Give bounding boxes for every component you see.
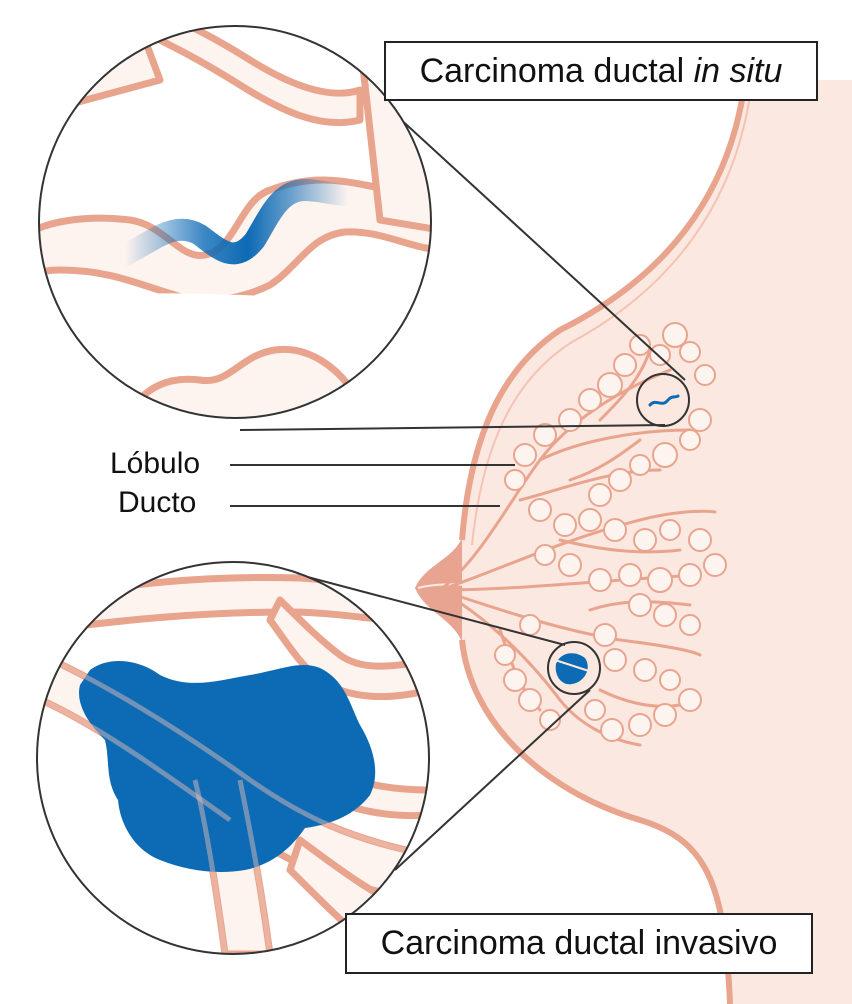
dcis-magnified-view — [38, 25, 432, 419]
lobule-clusters — [494, 322, 727, 742]
magnifier-leader-lines — [239, 104, 686, 871]
lobule-label: Lóbulo — [110, 447, 201, 480]
dcis-label-text: Carcinoma ductal — [419, 51, 685, 90]
invasive-label-text: Carcinoma ductal invasivo — [380, 924, 778, 962]
label-pointer-lines — [230, 464, 515, 507]
duct-label: Ducto — [118, 486, 197, 519]
dcis-label: Carcinoma ductal in situ — [384, 41, 818, 101]
dcis-label-italic: in situ — [693, 51, 783, 90]
invasive-magnified-view — [36, 561, 430, 955]
invasive-label: Carcinoma ductal invasivo — [345, 913, 813, 974]
tumor-mass — [79, 660, 376, 872]
invasive-site-marker — [547, 641, 601, 695]
